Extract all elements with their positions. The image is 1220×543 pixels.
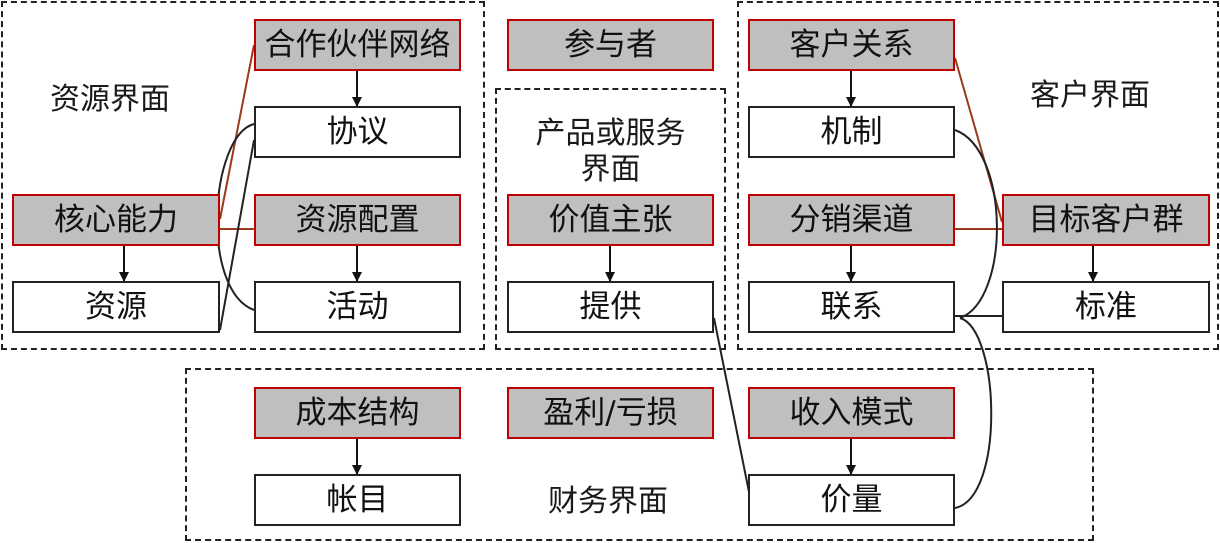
product-interface-label: 产品或服务界面 xyxy=(535,116,686,187)
resource-interface-label: 资源界面 xyxy=(50,82,170,117)
participants-box: 参与者 xyxy=(507,19,714,71)
resource-config-box: 资源配置 xyxy=(254,194,461,246)
contact-box: 联系 xyxy=(748,281,955,333)
agreement-box: 协议 xyxy=(254,106,461,158)
criteria-box: 标准 xyxy=(1002,281,1210,333)
target-customer-box: 目标客户群 xyxy=(1002,194,1210,246)
value-proposition-box: 价值主张 xyxy=(507,194,714,246)
profit-loss-box: 盈利/亏损 xyxy=(507,387,714,439)
price-volume-box: 价量 xyxy=(748,474,955,526)
distribution-channel-box: 分销渠道 xyxy=(748,194,955,246)
finance-interface-region xyxy=(185,368,1094,541)
mechanism-box: 机制 xyxy=(748,106,955,158)
revenue-model-box: 收入模式 xyxy=(748,387,955,439)
finance-interface-label: 财务界面 xyxy=(548,484,668,519)
customer-interface-region xyxy=(737,1,1219,350)
offering-box: 提供 xyxy=(507,281,714,333)
partner-network-box: 合作伙伴网络 xyxy=(254,19,461,71)
customer-relationship-box: 客户关系 xyxy=(748,19,955,71)
cost-structure-box: 成本结构 xyxy=(254,387,461,439)
customer-interface-label: 客户界面 xyxy=(1030,78,1150,113)
resources-box: 资源 xyxy=(12,281,220,333)
product-interface-region xyxy=(495,88,726,350)
resource-interface-region xyxy=(1,1,485,350)
core-capability-box: 核心能力 xyxy=(12,194,220,246)
accounts-box: 帐目 xyxy=(254,474,461,526)
activities-box: 活动 xyxy=(254,281,461,333)
